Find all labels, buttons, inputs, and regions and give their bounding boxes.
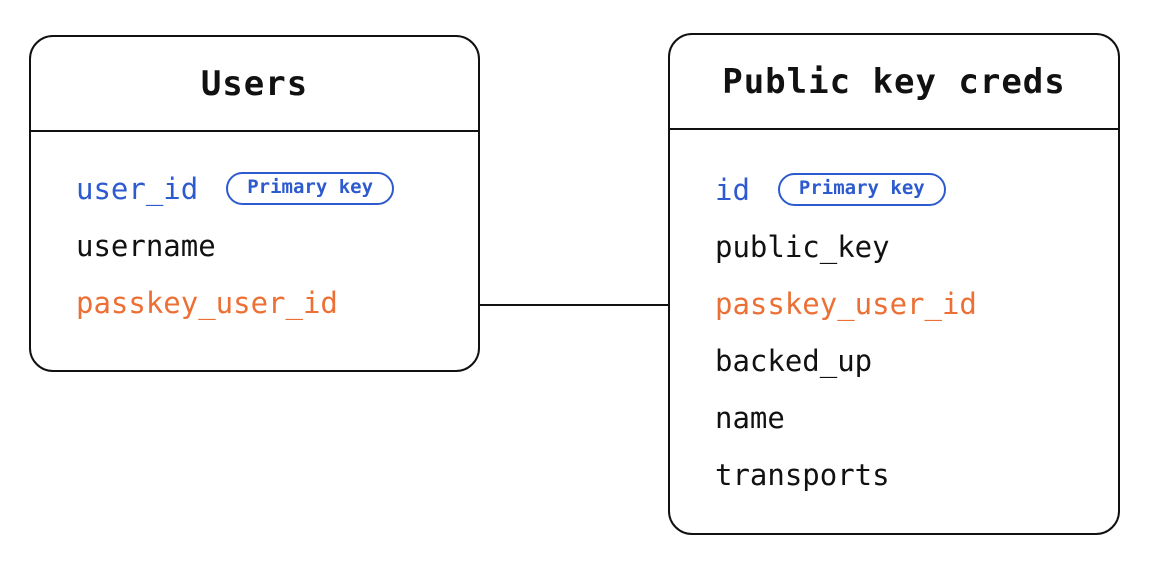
field-row-public-key: public_key [715, 218, 1118, 275]
table-users-fields: user_id Primary key username passkey_use… [31, 132, 478, 331]
field-row-transports: transports [715, 446, 1118, 503]
primary-key-badge: Primary key [226, 172, 395, 205]
field-name: id [715, 172, 750, 207]
field-name: backed_up [715, 343, 873, 378]
field-row-name: name [715, 389, 1118, 446]
field-name: transports [715, 457, 890, 492]
field-name: public_key [715, 229, 890, 264]
field-name: name [715, 400, 785, 435]
field-row-passkey-user-id: passkey_user_id [76, 274, 478, 331]
field-row-passkey-user-id: passkey_user_id [715, 275, 1118, 332]
field-name: passkey_user_id [715, 286, 977, 321]
field-name: username [76, 228, 216, 263]
field-row-backed-up: backed_up [715, 332, 1118, 389]
field-row-id: id Primary key [715, 161, 1118, 218]
field-row-user-id: user_id Primary key [76, 160, 478, 217]
table-public-key-creds-fields: id Primary key public_key passkey_user_i… [670, 130, 1118, 503]
table-users-title: Users [31, 37, 478, 132]
table-public-key-creds-title: Public key creds [670, 35, 1118, 130]
table-public-key-creds: Public key creds id Primary key public_k… [668, 33, 1120, 535]
relationship-connector-line [480, 304, 668, 306]
field-name: user_id [76, 171, 199, 206]
field-row-username: username [76, 217, 478, 274]
primary-key-badge: Primary key [777, 173, 946, 206]
table-users: Users user_id Primary key username passk… [29, 35, 480, 372]
field-name: passkey_user_id [76, 285, 338, 320]
